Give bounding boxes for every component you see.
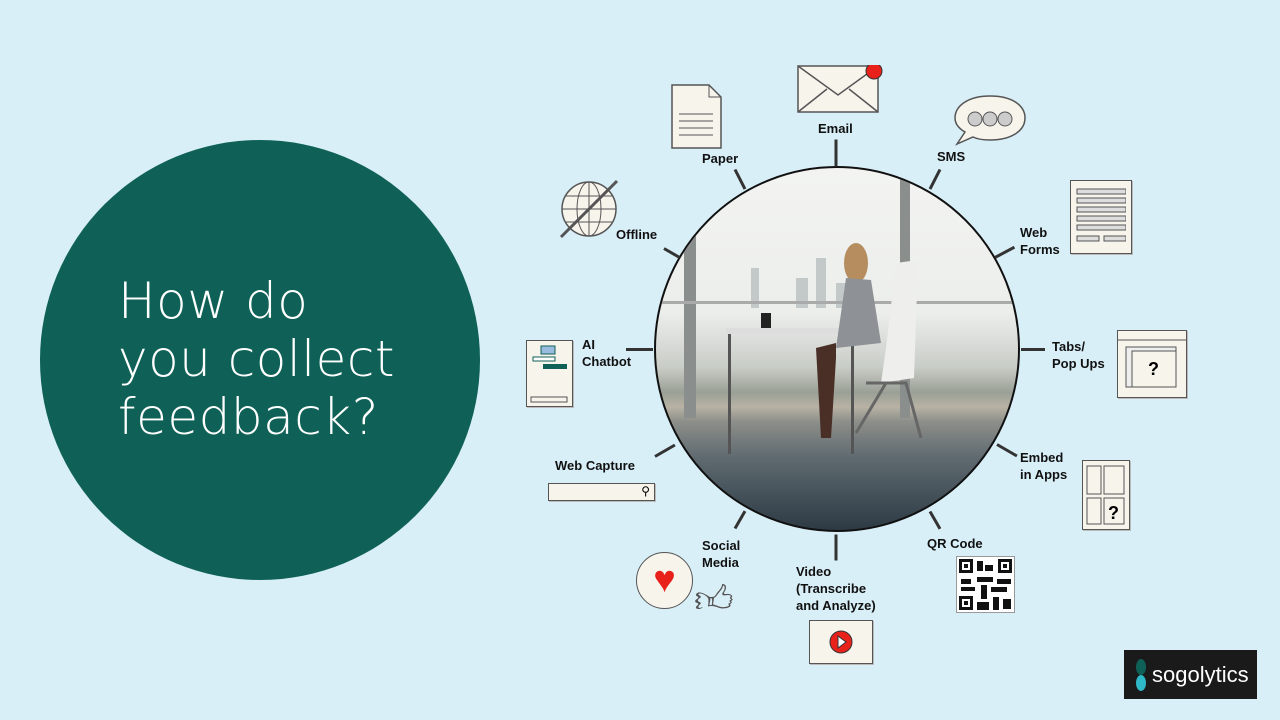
channel-sms: SMS (937, 149, 966, 164)
channel-embed-in-apps: Embed in Apps (1020, 450, 1068, 482)
qr-code-icon (956, 556, 1015, 613)
woman-at-desk-photo (654, 166, 1020, 532)
connector-line (834, 139, 838, 167)
envelope-icon (797, 62, 887, 120)
video-play-icon (809, 620, 873, 664)
svg-text:?: ? (1148, 359, 1159, 379)
channel-offline: Offline (616, 227, 658, 242)
chat-bubble-icon (953, 94, 1027, 153)
headline: How do you collect feedback? (118, 272, 395, 446)
thumbs-up-icon: 👍︎ (694, 579, 734, 621)
channel-qr-code: QR Code (927, 536, 983, 551)
channel-tabs-popups: Tabs/ Pop Ups (1052, 339, 1105, 371)
paper-document-icon (671, 84, 723, 155)
logo-mark-icon (1136, 658, 1146, 691)
globe-crossed-icon (558, 178, 620, 245)
connector-line (928, 510, 942, 530)
connector-line (654, 443, 676, 458)
connector-line (663, 247, 681, 259)
connector-line (1021, 348, 1045, 351)
headline-circle (40, 140, 480, 580)
connector-line (928, 168, 942, 190)
channel-web-forms: Web Forms (1020, 225, 1060, 257)
channel-paper: Paper (702, 151, 739, 166)
channel-email: Email (818, 121, 853, 136)
logo-text: sogolytics (1152, 661, 1249, 687)
channel-web-capture: Web Capture (555, 458, 635, 473)
app-layout-icon: ? (1082, 460, 1130, 530)
connector-line (733, 510, 747, 530)
sogolytics-logo: sogolytics (1124, 650, 1257, 699)
connector-line (834, 534, 838, 561)
channel-video: Video (Transcribe and Analyze) (796, 564, 876, 613)
connector-line (626, 348, 653, 351)
connector-line (994, 245, 1016, 259)
heart-icon: ♥ (636, 552, 693, 609)
search-bar-icon: ⚲ (548, 483, 655, 501)
web-form-icon (1070, 180, 1132, 254)
svg-text:?: ? (1108, 503, 1119, 523)
chatbot-icon (526, 340, 573, 407)
channel-ai-chatbot: AI Chatbot (582, 337, 632, 369)
popup-window-icon: ? (1117, 330, 1187, 398)
connector-line (996, 443, 1018, 458)
connector-line (733, 168, 747, 190)
channel-social-media: Social Media (702, 538, 741, 570)
search-icon: ⚲ (641, 484, 650, 498)
